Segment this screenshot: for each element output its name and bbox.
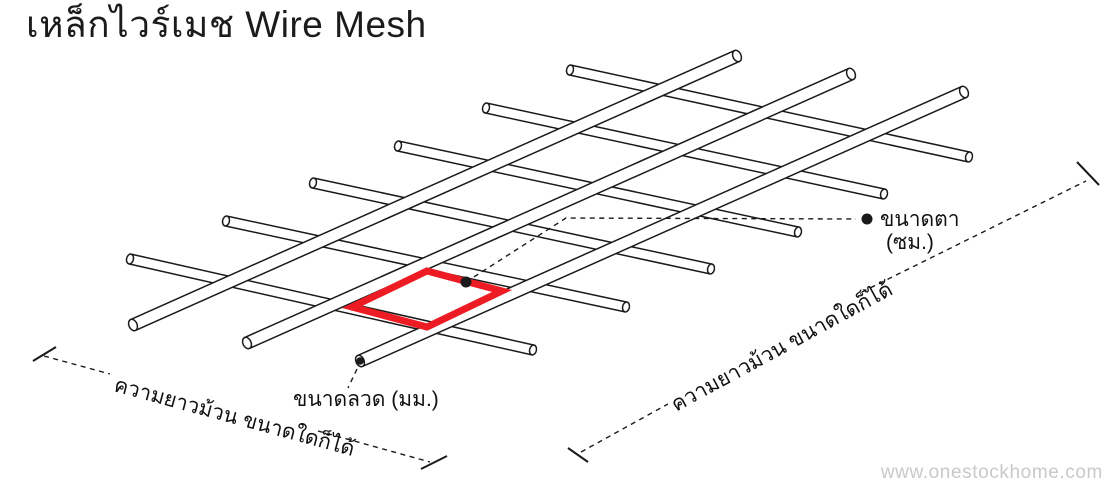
roll-length-left-dash-start	[43, 355, 111, 375]
roll-length-left-tick-end	[420, 455, 448, 470]
page-title: เหล็กไวร์เมช Wire Mesh	[26, 4, 427, 45]
mesh-size-label: ขนาดตา	[880, 208, 960, 231]
wire-size-point-dot	[356, 357, 364, 365]
roll-length-left-tick-start	[32, 346, 57, 362]
roll-length-left-label: ความยาวม้วน ขนาดใดก็ได้	[112, 371, 358, 461]
long-wire-rod	[241, 67, 857, 350]
long-wire-rod	[354, 85, 970, 368]
watermark: www.onestockhome.com	[880, 462, 1103, 483]
roll-length-right-tick-end	[1076, 161, 1100, 186]
mesh-rods	[125, 49, 974, 368]
mesh-size-label-dot	[861, 213, 873, 225]
mesh-cell-highlight	[341, 267, 513, 331]
long-wire-rod	[127, 49, 743, 332]
wire-size-leader-line	[347, 368, 358, 389]
roll-length-right-dash-end	[861, 180, 1087, 293]
roll-length-right-dash-start	[580, 403, 669, 453]
mesh-size-leader-line	[465, 217, 857, 283]
mesh-size-point-dot	[460, 276, 472, 288]
roll-length-left-dash-end	[317, 430, 431, 463]
roll-length-right-tick-start	[567, 447, 589, 463]
mesh-size-unit-label: (ซม.)	[886, 231, 934, 254]
roll-length-right-label: ความยาวม้วน ขนาดใดก็ได้	[666, 275, 896, 416]
wire-size-label: ขนาดลวด (มม.)	[293, 388, 439, 411]
